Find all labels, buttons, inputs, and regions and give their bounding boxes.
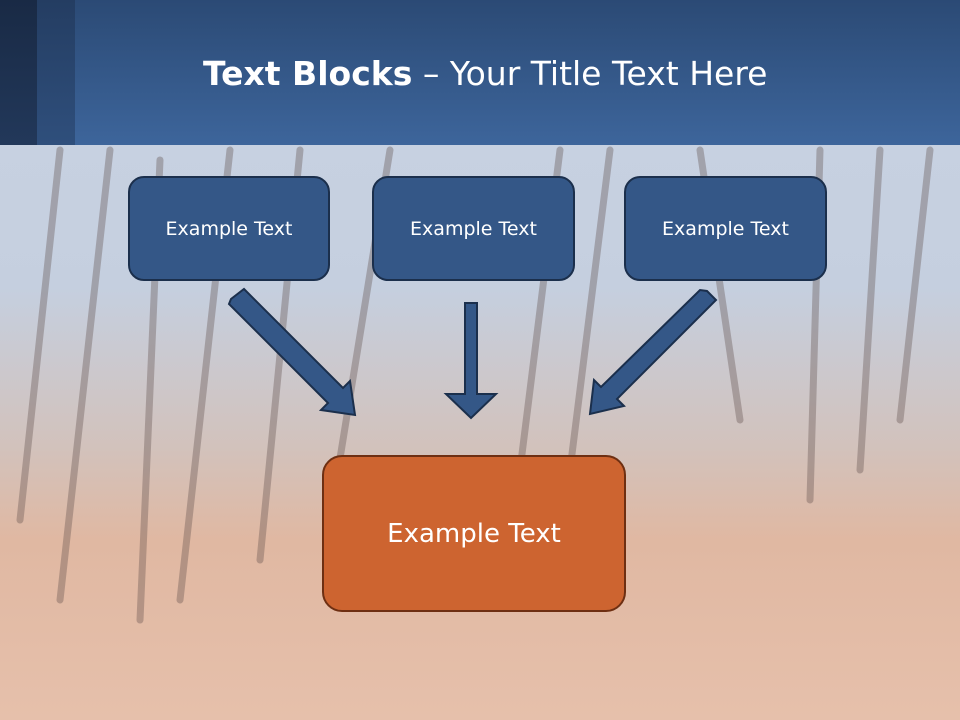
block-label: Example Text	[410, 217, 537, 240]
text-block-2[interactable]: Example Text	[372, 176, 575, 281]
accent-strip	[0, 0, 37, 145]
arrow-left	[227, 287, 357, 417]
text-block-3[interactable]: Example Text	[624, 176, 827, 281]
main-block-label: Example Text	[387, 518, 561, 549]
title-rest: – Your Title Text Here	[412, 54, 768, 93]
arrow-right	[588, 288, 718, 416]
text-block-1[interactable]: Example Text	[128, 176, 330, 281]
arrow-middle	[443, 302, 499, 420]
block-label: Example Text	[165, 217, 293, 240]
title-bold: Text Blocks	[203, 54, 413, 93]
title-bar: Text Blocks – Your Title Text Here	[0, 0, 960, 145]
main-text-block[interactable]: Example Text	[322, 455, 626, 612]
accent-strip	[37, 0, 75, 145]
block-label: Example Text	[662, 217, 789, 240]
slide-title: Text Blocks – Your Title Text Here	[203, 54, 767, 93]
